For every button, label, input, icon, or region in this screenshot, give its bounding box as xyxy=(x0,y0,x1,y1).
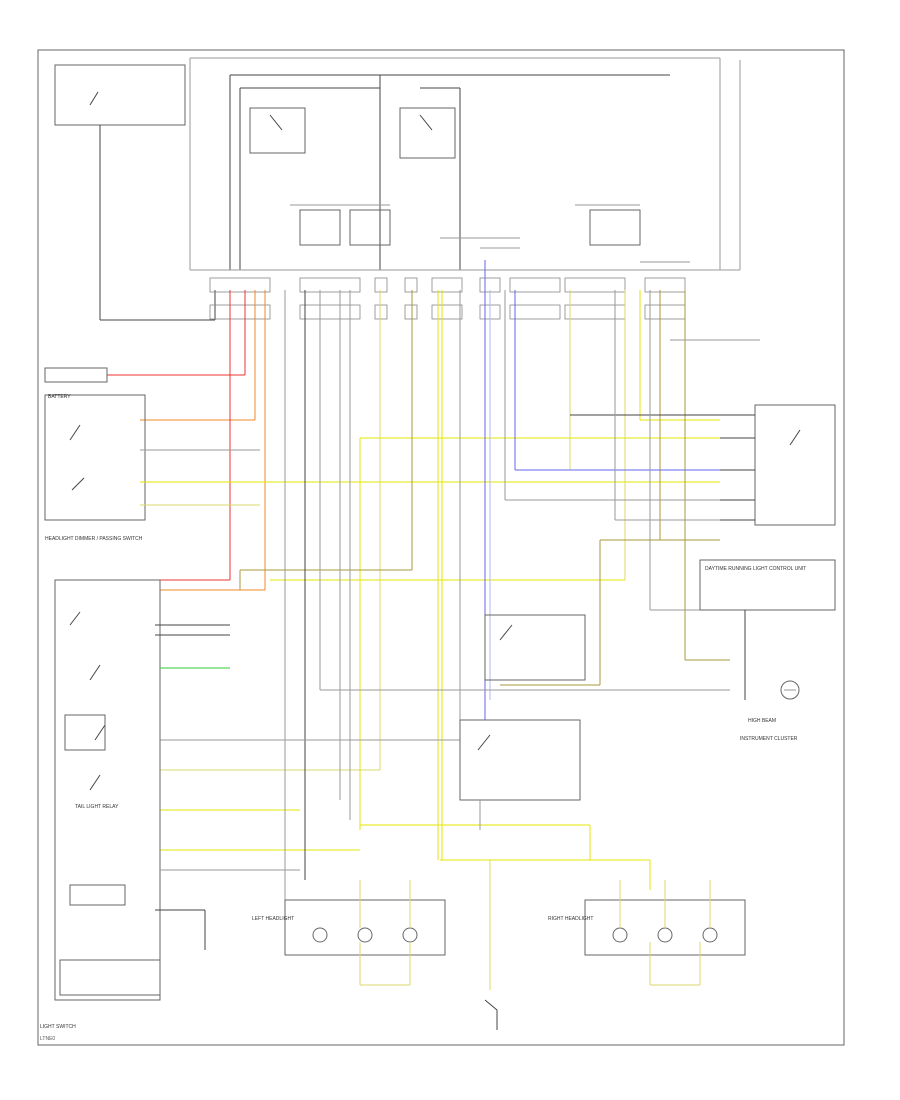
instrument-cluster: HIGH BEAM INSTRUMENT CLUSTER DAYTIME RUN… xyxy=(699,559,836,742)
high-beam-indicator-icon xyxy=(780,680,800,700)
diagram-frame xyxy=(37,49,845,1046)
dimmer-switch-label: HEADLIGHT DIMMER / PASSING SWITCH xyxy=(45,536,143,542)
left-high-beam-bulb-icon xyxy=(357,927,373,943)
left-high-beam-bulb-2-icon xyxy=(402,927,418,943)
yellow-harness xyxy=(160,290,720,890)
center-relay-modules xyxy=(459,614,586,830)
bottom-ground-switch xyxy=(484,860,498,1030)
left-headlight: LEFT HEADLIGHT xyxy=(252,880,446,986)
diagram-code: LTNE0 xyxy=(40,1036,55,1042)
top-left-switch xyxy=(54,64,216,321)
right-headlight-label: RIGHT HEADLIGHT xyxy=(548,916,593,922)
dimmer-switch xyxy=(44,394,720,521)
right-high-beam-bulb-2-icon xyxy=(702,927,718,943)
right-combination-switch xyxy=(720,404,836,526)
left-headlight-label: LEFT HEADLIGHT xyxy=(252,916,294,922)
left-low-beam-bulb-icon xyxy=(312,927,328,943)
high-beam-label: HIGH BEAM xyxy=(748,718,776,724)
battery-label: BATTERY xyxy=(48,394,71,400)
right-headlight: RIGHT HEADLIGHT xyxy=(548,880,746,986)
right-high-beam-bulb-icon xyxy=(657,927,673,943)
drl-control-unit-label: DAYTIME RUNNING LIGHT CONTROL UNIT xyxy=(705,566,806,572)
instrument-cluster-label: INSTRUMENT CLUSTER xyxy=(740,736,798,742)
light-switch: LIGHT SWITCH xyxy=(40,579,300,1030)
light-switch-label: LIGHT SWITCH xyxy=(40,1024,76,1030)
right-low-beam-bulb-icon xyxy=(612,927,628,943)
battery-feed xyxy=(44,290,266,591)
top-fuse-block xyxy=(189,57,741,271)
olive-harness xyxy=(239,290,730,686)
tail-light-relay-label: TAIL LIGHT RELAY xyxy=(75,804,119,810)
connector-row xyxy=(209,277,686,320)
gray-harness xyxy=(160,290,760,900)
